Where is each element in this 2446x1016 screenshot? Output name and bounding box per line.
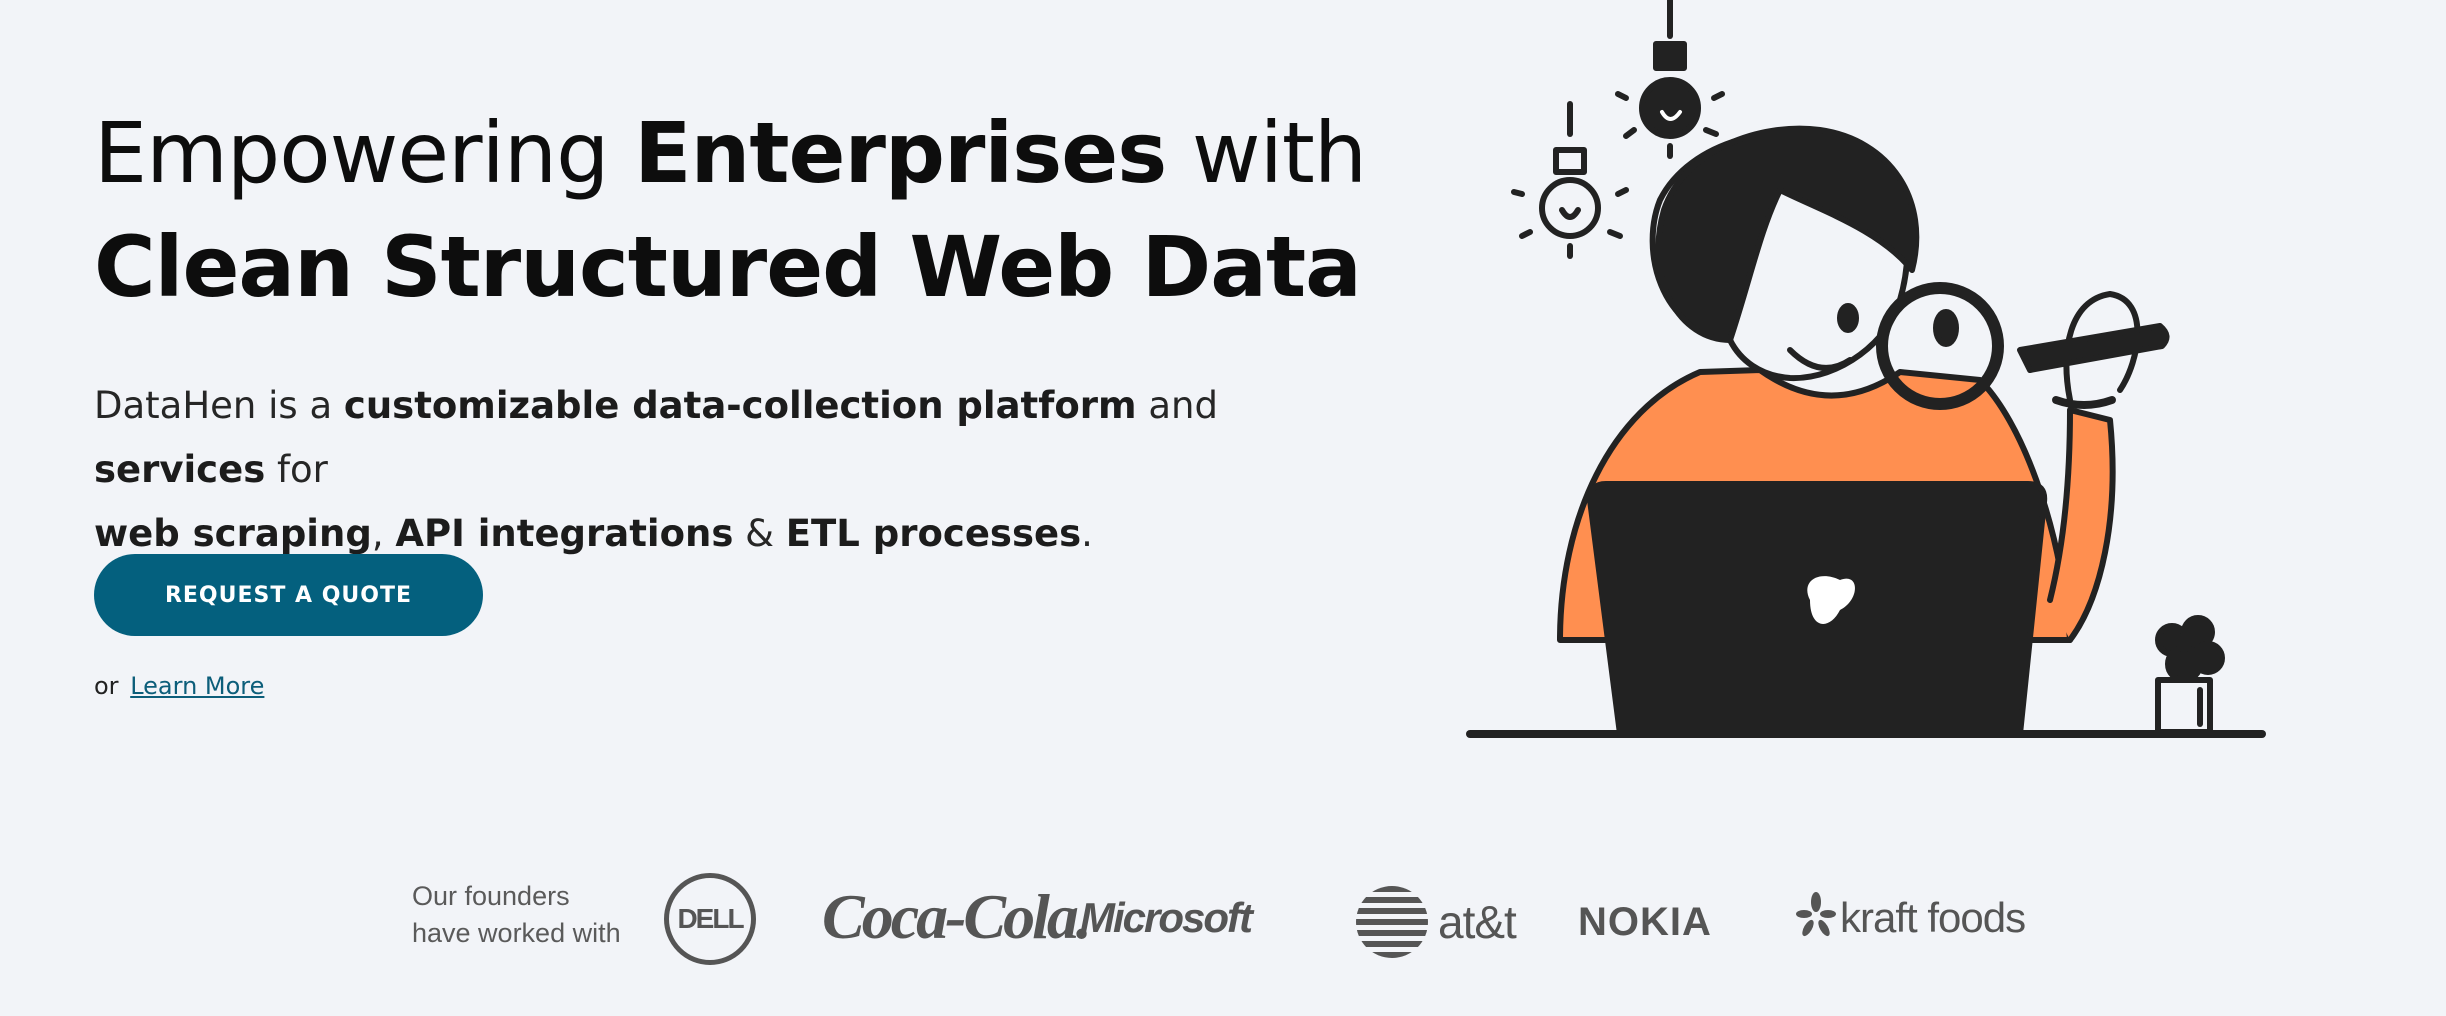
desc-text: , <box>371 512 396 555</box>
headline-end-text: with <box>1166 104 1367 202</box>
learn-more-link[interactable]: Learn More <box>130 672 265 700</box>
att-logo: at&t <box>1356 886 1517 958</box>
desc-text: for <box>265 448 328 491</box>
desc-bold: web scraping <box>94 512 372 555</box>
headline-bold-text: Enterprises <box>634 104 1167 202</box>
dell-logo-text: DELL <box>677 903 744 934</box>
lightbulb-outline-icon <box>1511 101 1629 259</box>
nokia-logo: NOKIA <box>1578 900 1712 944</box>
microsoft-logo: Microsoft <box>1080 894 1253 941</box>
kraft-flower-icon <box>1796 892 1836 937</box>
coca-cola-logo: Coca-Cola. <box>822 881 1092 952</box>
desc-text: . <box>1081 512 1093 555</box>
desc-text: DataHen is a <box>94 384 344 427</box>
kraft-foods-logo: kraft foods <box>1796 890 2026 946</box>
att-logo-text: at&t <box>1438 896 1517 948</box>
dell-logo: DELL <box>664 873 756 965</box>
learn-more-row: or Learn More <box>94 672 264 700</box>
desc-text: & <box>733 512 786 555</box>
desc-bold: customizable data-collection platform <box>343 384 1137 427</box>
hero-illustration <box>1466 0 2266 738</box>
hero-description: DataHen is a customizable data-collectio… <box>94 374 1394 566</box>
founders-label: Our founders have worked with <box>412 878 621 952</box>
or-text: or <box>94 672 119 700</box>
desc-bold: services <box>94 448 266 491</box>
founders-line-1: Our founders <box>412 881 570 911</box>
kraft-logo-text: kraft foods <box>1840 894 2026 941</box>
desc-bold: ETL processes <box>785 512 1082 555</box>
founders-line-2: have worked with <box>412 918 621 948</box>
desc-bold: API integrations <box>395 512 734 555</box>
request-quote-button[interactable]: REQUEST A QUOTE <box>94 554 483 636</box>
headline-line2: Clean Structured Web Data <box>94 218 1362 316</box>
att-globe-icon <box>1356 886 1428 958</box>
headline-light-text: Empowering <box>94 104 635 202</box>
lightbulb-icon <box>1615 0 1725 159</box>
hero-headline: Empowering Enterprises with Clean Struct… <box>94 96 1367 324</box>
desc-text: and <box>1136 384 1218 427</box>
